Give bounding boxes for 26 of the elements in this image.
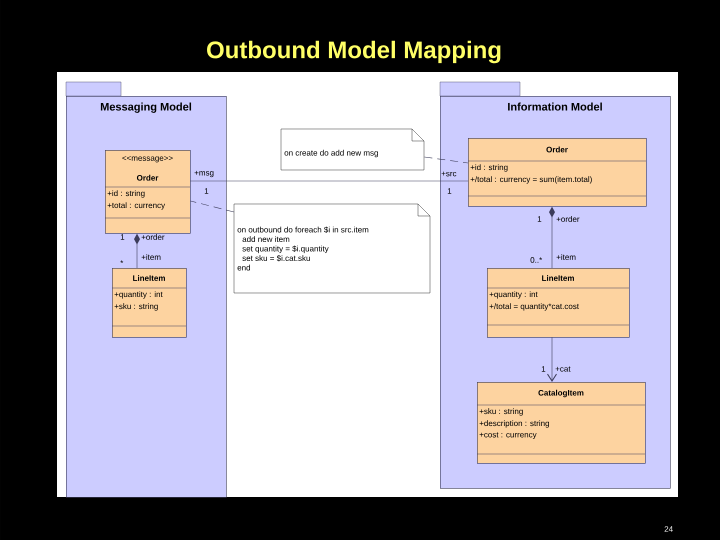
role-label: +cat: [556, 366, 570, 372]
role-label: +msg: [194, 170, 214, 178]
role-label: 1: [204, 188, 208, 194]
note: on outbound do foreach $i in src.item add new item set quantity = $i.quantity set sku = $i.cat.sku end: [234, 204, 430, 294]
composition-line: [549, 206, 555, 268]
role-label: +src: [442, 172, 456, 176]
role-label: +order: [142, 234, 164, 240]
class-box: LineItem +quantity : int +sku : string: [112, 268, 187, 338]
slide-title: Outbound Model Mapping: [207, 40, 500, 64]
arrow: [547, 337, 557, 382]
class-box: LineItem +quantity : int +/total = quantity*cat.cost: [486, 268, 630, 338]
role-label: +item: [556, 254, 576, 260]
role-label: 1: [448, 188, 452, 194]
class-box: CatalogItem +sku : string +description : string +cost : currency: [476, 382, 646, 464]
dashed-connector: [190, 200, 234, 212]
class-box: Order +id : string +/total : currency = sum(item.total): [468, 138, 647, 207]
association-line: [190, 180, 468, 182]
class-box: <<message>> Order +id : string +total : currency: [104, 150, 191, 234]
page-number: 24: [664, 526, 673, 532]
dashed-connector: [424, 156, 468, 164]
role-label: 1: [538, 216, 542, 222]
role-label: +order: [556, 216, 580, 222]
composition-line: [134, 234, 140, 268]
note: on create do add new msg: [280, 128, 424, 170]
role-label: 1: [542, 366, 546, 372]
role-label: +item: [142, 254, 160, 260]
